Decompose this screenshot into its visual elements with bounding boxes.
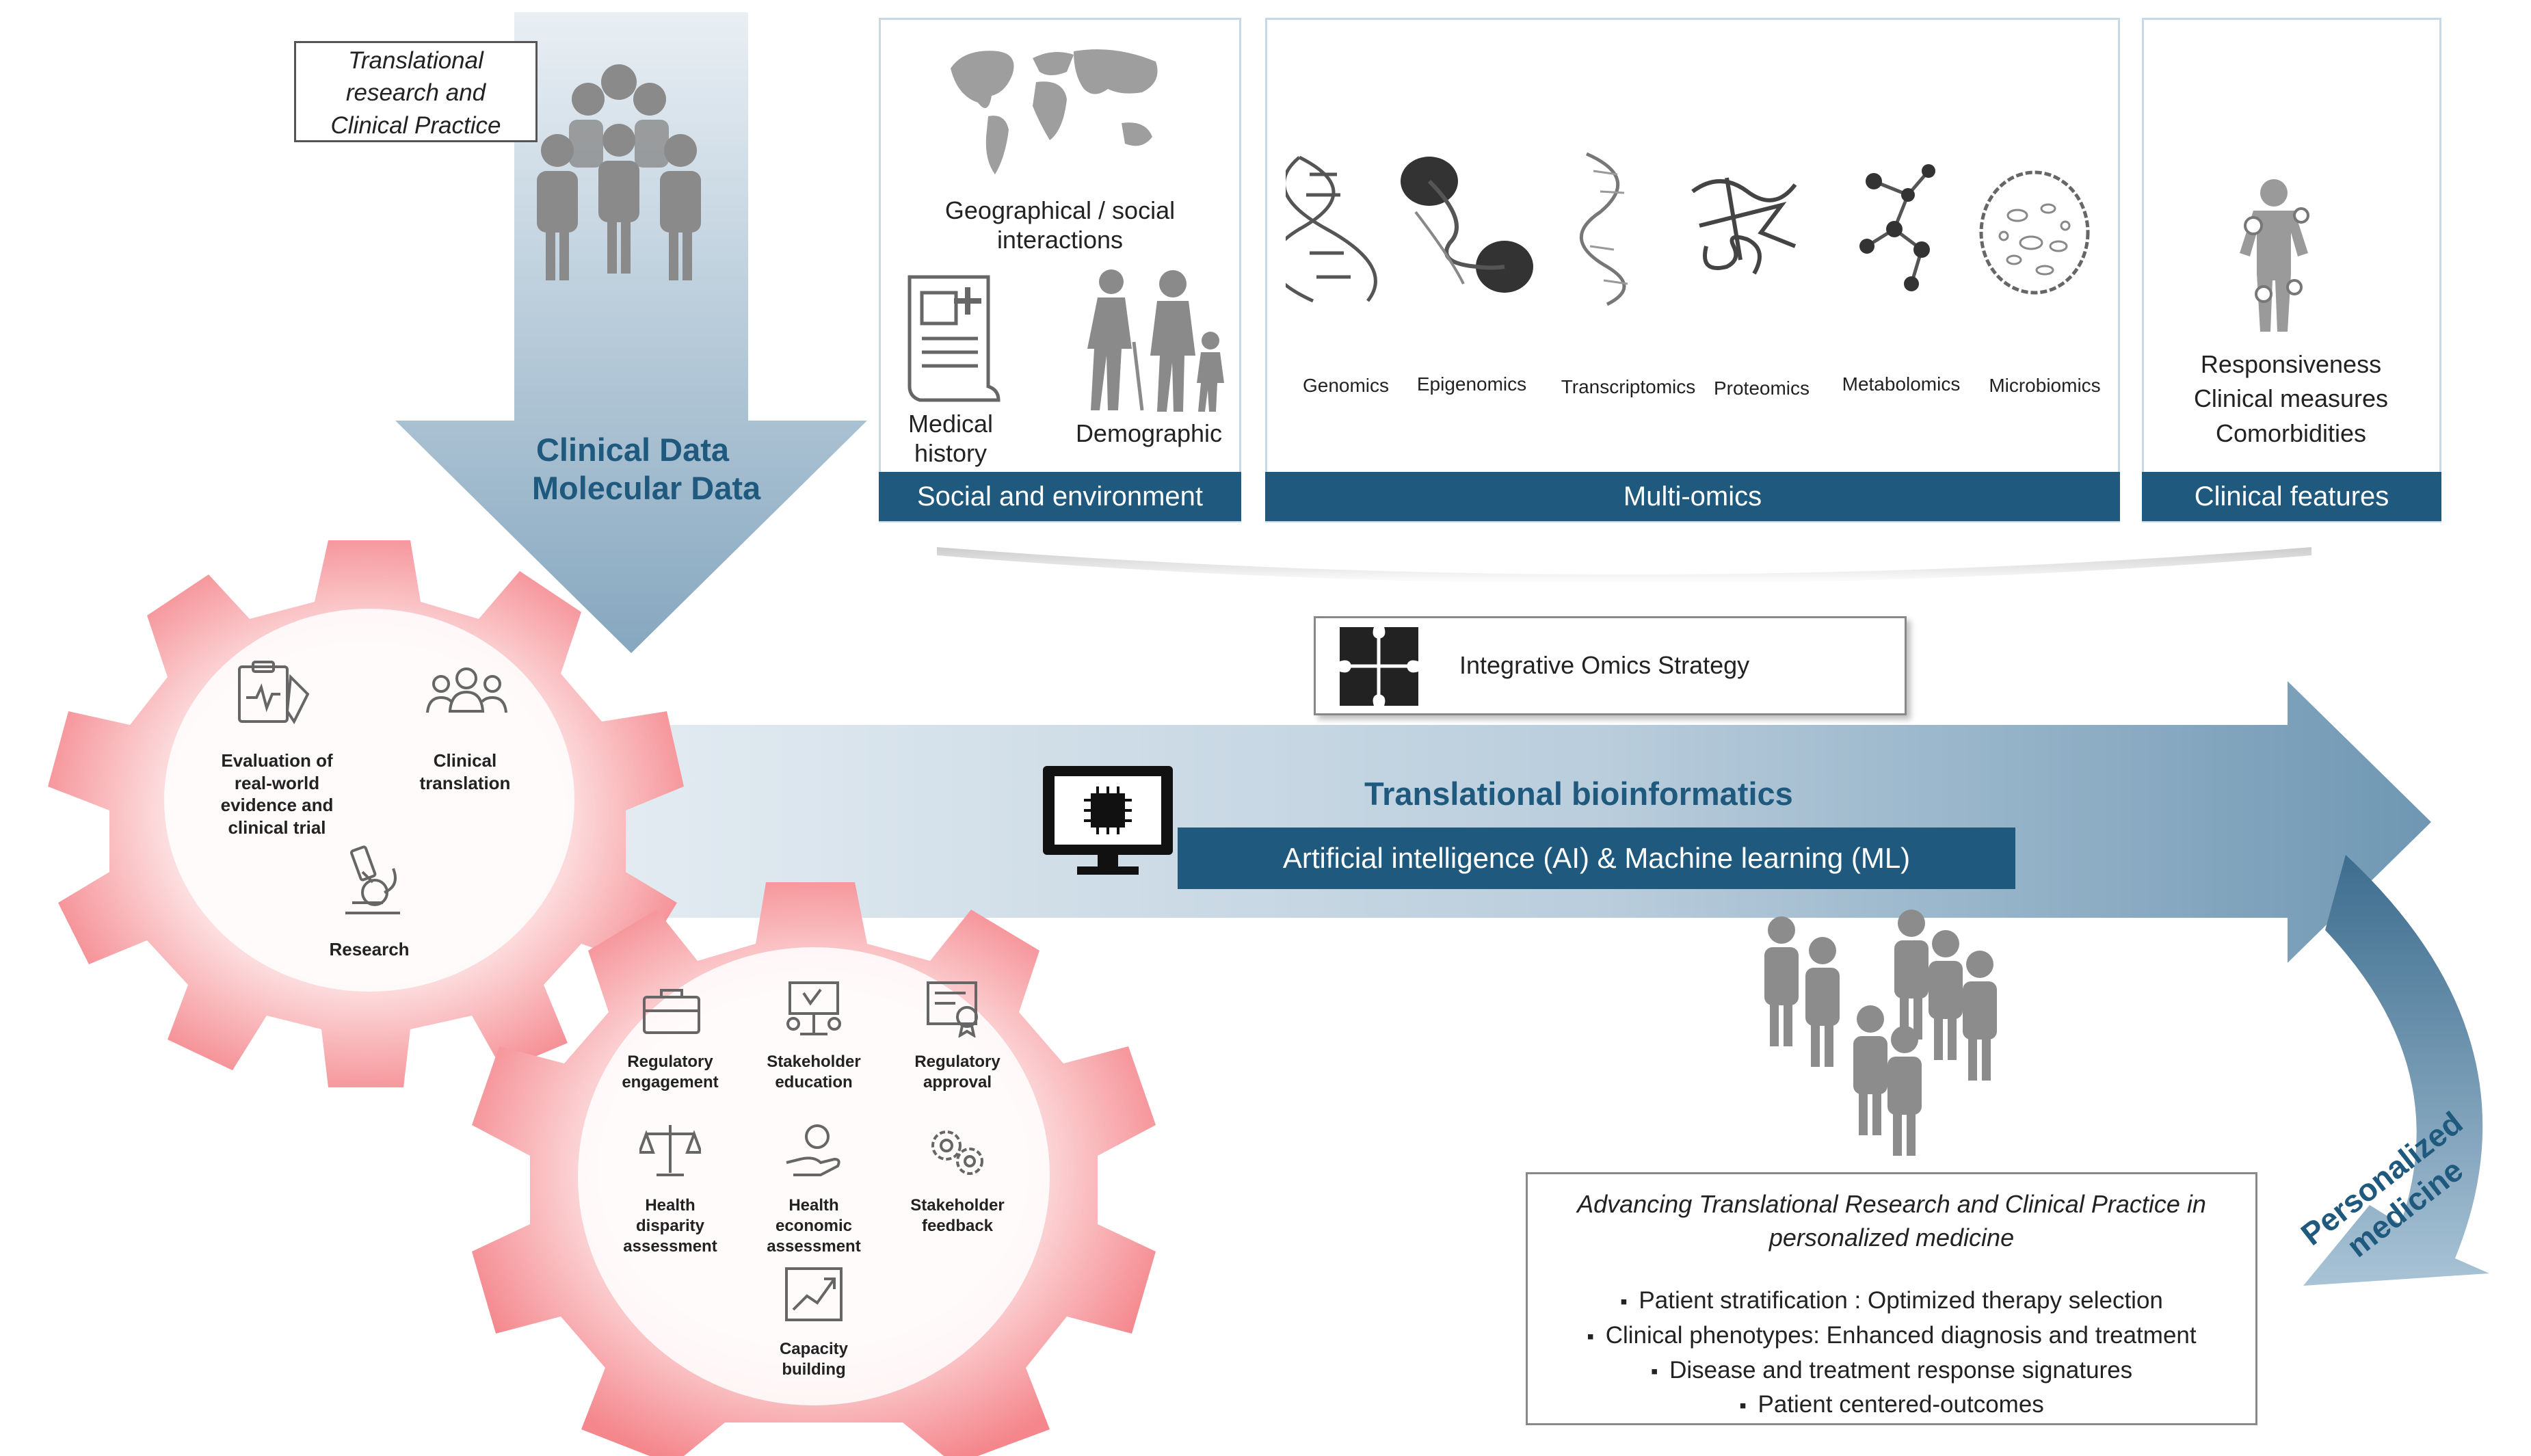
outcome-bullet-2: Clinical phenotypes: Enhanced diagnosis …	[1528, 1319, 2255, 1353]
tr-line-3: Clinical Practice	[330, 111, 501, 139]
microbe-cell-icon	[1979, 170, 2090, 295]
protein-ribbon-icon	[1691, 177, 1797, 275]
outcomes-bullets: Patient stratification : Optimized thera…	[1528, 1284, 2255, 1422]
computer-chip-monitor-icon	[1043, 766, 1173, 875]
gear-bottom-item-stakeholder-education: Stakeholder education	[767, 1053, 861, 1091]
multiomics-bar: Multi-omics	[1265, 472, 2120, 521]
genomics-label: Genomics	[1302, 375, 1390, 396]
family-icon	[1087, 269, 1224, 412]
gear-bottom-item-stakeholder-feedback: Stakeholder feedback	[910, 1196, 1005, 1235]
epigenomics-label: Epigenomics	[1416, 373, 1527, 395]
presentation-icon	[786, 981, 841, 1035]
gear-top-item-research: Research	[329, 939, 410, 959]
proteomics-label: Proteomics	[1713, 378, 1810, 399]
patients-group-icon	[1764, 910, 1997, 1156]
comorbidities-label: Comorbidities	[2215, 419, 2367, 447]
dna-helix-icon	[1286, 155, 1377, 303]
hand-coin-icon	[786, 1124, 840, 1176]
gear-top-item-evaluation: Evaluation of real-world evidence and cl…	[220, 750, 334, 838]
clipboard-icon	[238, 661, 310, 724]
medical-history-label: Medical history	[907, 410, 994, 468]
group-people-icon	[537, 64, 701, 280]
social-environment-bar: Social and environment	[879, 472, 1241, 521]
translational-research-box: Translational research and Clinical Prac…	[294, 41, 538, 142]
clinical-measures-label: Clinical measures	[2193, 384, 2389, 413]
outcome-bullet-4: Patient centered-outcomes	[1528, 1388, 2255, 1422]
down-arrow-shape	[395, 12, 867, 653]
outcomes-box: Advancing Translational Research and Cli…	[1526, 1172, 2257, 1425]
molecular-data-label: Molecular Data	[531, 470, 761, 507]
gear-bottom-item-regulatory-approval: Regulatory approval	[914, 1053, 1001, 1091]
main-arrow-shape	[602, 681, 2431, 963]
microscope-icon	[345, 845, 400, 914]
demographic-label: Demographic	[1075, 419, 1223, 447]
outcomes-title: Advancing Translational Research and Cli…	[1577, 1190, 2206, 1252]
gear-top-item-clinical-translation: Clinical translation	[419, 750, 511, 793]
transcriptomics-label: Transcriptomics	[1561, 376, 1696, 397]
integrative-omics-box: Integrative Omics Strategy	[1314, 616, 1907, 715]
tr-line-1: Translational	[348, 47, 483, 74]
medical-document-icon	[907, 275, 1001, 402]
responsiveness-label: Responsiveness	[2200, 350, 2382, 378]
gear-bottom-item-health-disparity: Health disparity assessment	[623, 1196, 717, 1256]
clinical-features-list: Responsiveness Clinical measures Comorbi…	[2147, 347, 2435, 451]
translational-bioinformatics-title: Translational bioinformatics	[1364, 776, 1793, 812]
panel-shadow	[937, 547, 2311, 584]
ai-ml-bar: Artificial intelligence (AI) & Machine l…	[1178, 828, 2015, 889]
gear-bottom-item-health-economic: Health economic assessment	[767, 1196, 861, 1256]
world-map-icon	[951, 49, 1158, 174]
tr-line-2: research and	[345, 79, 486, 107]
rna-strand-icon	[1580, 152, 1628, 306]
chromatin-icon	[1401, 157, 1533, 293]
metabolomics-label: Metabolomics	[1842, 373, 1961, 395]
outcome-bullet-1: Patient stratification : Optimized thera…	[1528, 1284, 2255, 1319]
geo-social-label: Geographical / social interactions	[944, 196, 1176, 254]
clinical-features-panel	[2142, 18, 2441, 522]
puzzle-icon	[1340, 627, 1418, 706]
microbiomics-label: Microbiomics	[1989, 375, 2101, 396]
multiomics-panel	[1265, 18, 2120, 522]
gear-top-shape	[48, 540, 684, 1087]
down-arrow-label: Clinical Data Molecular Data	[479, 431, 786, 508]
human-body-icon	[2240, 179, 2309, 332]
gear-bottom-item-regulatory-engagement: Regulatory engagement	[622, 1053, 719, 1091]
outcome-bullet-3: Disease and treatment response signature…	[1528, 1353, 2255, 1388]
briefcase-icon	[643, 989, 700, 1034]
growth-chart-icon	[785, 1267, 843, 1321]
gear-bottom-item-capacity-building: Capacity building	[779, 1340, 849, 1379]
clinical-features-bar: Clinical features	[2142, 472, 2441, 521]
molecule-icon	[1859, 164, 1935, 291]
curved-arrow-shape	[2303, 855, 2489, 1286]
integrative-omics-label: Integrative Omics Strategy	[1459, 651, 1750, 679]
gears-icon	[931, 1130, 983, 1175]
certificate-icon	[927, 981, 978, 1037]
scales-icon	[639, 1125, 701, 1176]
team-icon	[426, 667, 507, 713]
clinical-data-label: Clinical Data	[535, 432, 730, 468]
